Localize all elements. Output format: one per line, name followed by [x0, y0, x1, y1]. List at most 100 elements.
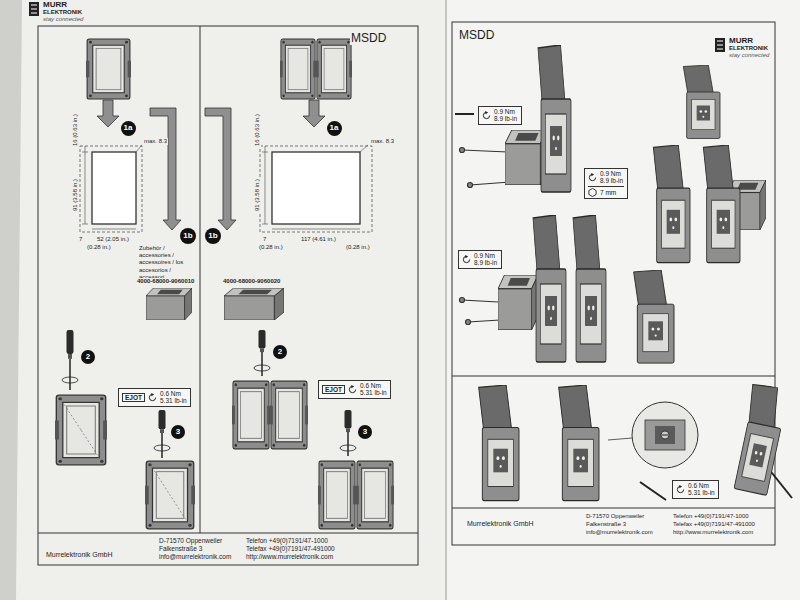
torque-box: 0.9 Nm8.9 lb-in	[478, 106, 522, 125]
logo-icon	[29, 2, 725, 52]
torque-value: 5.31 lb-in	[688, 489, 715, 496]
screw	[470, 182, 510, 185]
paper	[16, 0, 446, 600]
wrench-size-text: 7 mm	[600, 189, 616, 196]
socket-unit	[683, 65, 720, 139]
dimension: 52 (2.05 in.)	[96, 236, 130, 243]
screwdriver	[345, 410, 352, 456]
footer-text: Falkenstraße 3	[158, 545, 203, 553]
dimension: (0.28 in.)	[258, 244, 284, 251]
dimension-line	[265, 146, 266, 224]
socket-box	[498, 275, 538, 330]
socket-unit	[573, 215, 606, 362]
footer-text: info@murrelektronik.com	[585, 529, 654, 536]
torque-value: 8.9 lb-in	[474, 259, 497, 266]
dimension-line	[92, 229, 136, 230]
torque-box: 0.9 Nm8.9 lb-in	[458, 250, 502, 269]
footer-text: http://www.murrelektronik.com	[672, 529, 754, 536]
torque-values: 0.9 Nm8.9 lb-in	[494, 108, 517, 123]
accessory-box	[146, 288, 192, 320]
torque-values: 0.6 Nm5.31 lb-in	[160, 390, 187, 405]
screw	[462, 300, 498, 302]
page-frame	[452, 376, 775, 377]
torque-icon	[588, 173, 597, 182]
callout-number: 2	[273, 345, 287, 359]
dimension-line	[82, 145, 368, 229]
torque-value: 0.6 Nm	[160, 390, 187, 397]
callout-number: 3	[171, 425, 185, 439]
logo-icon	[717, 49, 723, 50]
torque-box: 0.9 Nm8.9 lb-in 7 mm	[584, 168, 628, 199]
callout-number: 3	[358, 425, 372, 439]
page-frame	[38, 22, 775, 565]
screw-brand: EJOT	[322, 385, 345, 394]
torque-value: 0.9 Nm	[494, 108, 517, 115]
mounting-frame	[145, 461, 195, 529]
callout-text: 3	[176, 428, 180, 436]
torque-icon	[151, 393, 154, 396]
page-title: MSDD	[458, 28, 495, 42]
dimension: 91 (3.58 in.)	[72, 178, 79, 212]
footer-text: Telefon +49(0)7191/47-1000	[245, 537, 329, 545]
logo-icon	[715, 38, 725, 52]
mounting-frame	[55, 395, 107, 465]
dimension: 7	[78, 236, 83, 243]
torque-value: 5.31 lb-in	[360, 389, 387, 396]
torque-row: 0.9 Nm8.9 lb-in	[482, 108, 518, 123]
dimension-line	[272, 229, 360, 230]
page-title: MSDD	[350, 31, 387, 45]
torque-row: EJOT 0.6 Nm5.31 lb-in	[122, 390, 187, 405]
footer-text: info@murrelektronik.com	[158, 553, 232, 561]
torque-icon	[462, 255, 471, 264]
screw-path	[170, 495, 190, 526]
screw-brand: EJOT	[122, 393, 145, 402]
screwdriver	[640, 482, 666, 500]
direction-arrow	[205, 108, 236, 230]
panel-cutout	[80, 146, 142, 232]
footer-text: Telefon +49(0)7191/47-1000	[672, 513, 750, 520]
mounting-frame	[232, 381, 270, 449]
screwdriver	[455, 113, 474, 115]
detail-zoom	[645, 420, 685, 450]
dimension: 117 (4.61 in.)	[300, 236, 337, 243]
logo-slogan: stay connected	[728, 52, 770, 59]
torque-icon	[676, 485, 685, 494]
screw-path	[150, 464, 170, 495]
callout-text: 1a	[124, 124, 133, 132]
torque-value: 5.31 lb-in	[160, 397, 187, 404]
detail-zoom	[661, 431, 669, 439]
dimension: (0.28 in.)	[86, 244, 112, 251]
callout-text: 3	[363, 428, 367, 436]
callout-text: 1a	[330, 124, 339, 132]
paper	[445, 0, 447, 600]
detail-zoom	[655, 426, 675, 444]
screw-path	[60, 398, 190, 526]
torque-row: 0.9 Nm8.9 lb-in	[588, 170, 624, 185]
turn-arrow	[62, 377, 78, 383]
dimension-line	[360, 145, 368, 152]
dimension: max. 8.3	[370, 138, 395, 145]
screwdriver	[67, 114, 793, 500]
accessory-box	[224, 288, 284, 320]
callout-number: 1a	[121, 121, 136, 136]
wrench-size-icon	[588, 188, 597, 197]
dimension: 16 (0.63 in.)	[72, 113, 79, 147]
torque-row: 0.6 Nm5.31 lb-in	[676, 482, 715, 497]
wrench-size: 7 mm	[588, 186, 624, 197]
torque-icon	[465, 255, 468, 258]
mounting-frame	[86, 39, 131, 99]
screw	[462, 150, 508, 152]
torque-value: 0.6 Nm	[360, 382, 387, 389]
torque-values: 0.6 Nm5.31 lb-in	[688, 482, 715, 497]
socket-unit	[538, 45, 571, 192]
callout-number: 1a	[327, 121, 342, 136]
logo-icon	[29, 2, 39, 16]
footer-text: Murrelektronik GmbH	[466, 520, 535, 528]
socket-unit	[731, 382, 789, 495]
panel-cutout	[272, 152, 360, 224]
callout-text: 2	[86, 353, 90, 361]
callout-text: 1b	[183, 232, 192, 240]
